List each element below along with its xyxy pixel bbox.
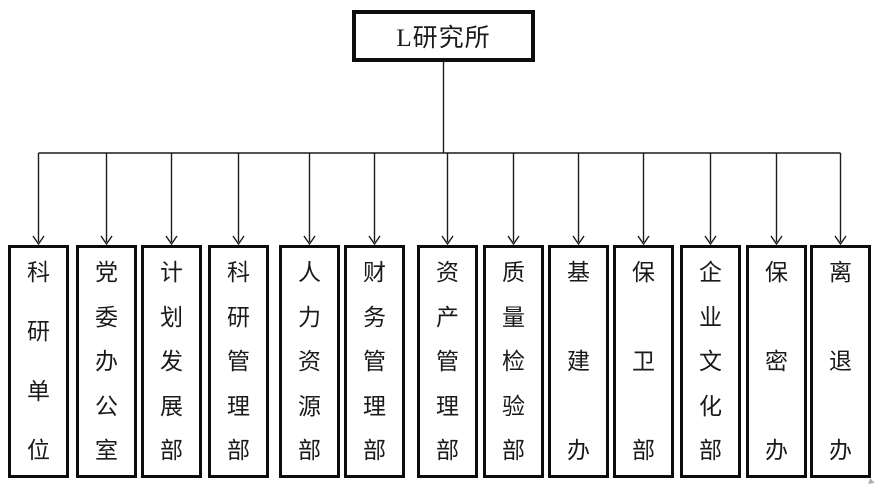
department-box: 离退办 [810,245,871,478]
department-box: 党委办公室 [76,245,137,478]
branch-arrows [32,153,847,246]
department-box: 资产管理部 [417,245,478,478]
root-stem-line [38,62,841,154]
department-box: 人力资源部 [279,245,340,478]
department-box: 科研单位 [8,245,69,478]
root-node-box: L研究所 [352,10,535,62]
department-box: 财务管理部 [344,245,405,478]
department-box: 保密办 [746,245,807,478]
department-box: 计划发展部 [141,245,202,478]
department-box: 企业文化部 [680,245,741,478]
department-box: 科研管理部 [208,245,269,478]
department-box: 质量检验部 [483,245,544,478]
department-box: 保卫部 [613,245,674,478]
department-box: 基建办 [548,245,609,478]
